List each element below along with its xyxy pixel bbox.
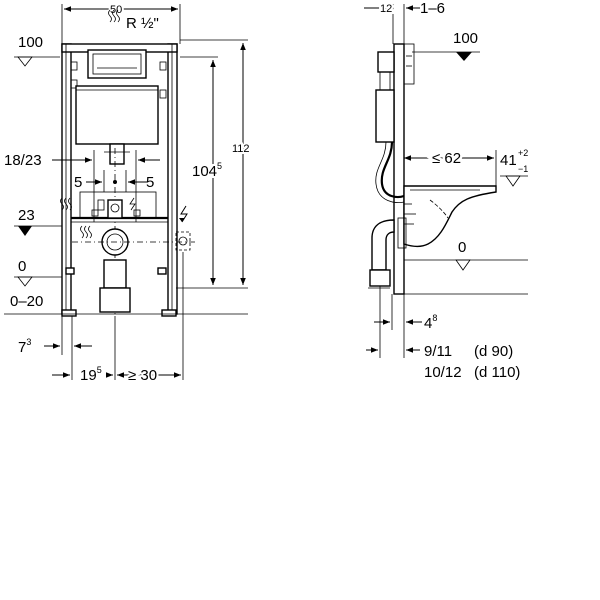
note-line1-value: 9/11 (424, 343, 452, 360)
water-connection-icon (108, 9, 120, 23)
top-level-label: 100 (18, 34, 43, 51)
left-offset-label: 5 (74, 174, 82, 191)
side-top-level-label: 100 (453, 30, 478, 47)
note-line1-pipe: (d 90) (474, 343, 513, 360)
connection-height-label: 23 (18, 207, 35, 224)
electrical-outlet-icon (179, 205, 188, 223)
side-top-12-label: 12 (380, 3, 392, 15)
floor-level-label: 0 (18, 258, 26, 275)
water-connection-label: R ½" (126, 15, 159, 32)
flush-opening-label: 18/23 (4, 152, 42, 169)
side-view: 12 1–6 100 ≤ 62 41 +2 −1 (364, 0, 528, 381)
bowl-height-sub: −1 (518, 164, 528, 174)
front-view: 50 R ½" 100 (4, 2, 252, 386)
bottom-19-label: 195 (80, 365, 102, 384)
water-supply-lower-icon (80, 225, 92, 239)
water-supply-icon (60, 197, 72, 211)
bowl-height-label: 41 (500, 152, 517, 169)
electrical-icon (129, 197, 136, 211)
note-line2-pipe: (d 110) (474, 364, 520, 381)
side-bottom-4-label: 48 (424, 313, 437, 332)
bowl-height-sup: +2 (518, 148, 528, 158)
height-104-label: 1045 (192, 161, 222, 180)
right-offset-label: 5 (146, 174, 154, 191)
bottom-min30-label: ≥ 30 (128, 367, 157, 384)
note-line2-value: 10/12 (424, 364, 462, 381)
bottom-left-dim-label: 73 (18, 337, 31, 356)
side-floor-level-label: 0 (458, 239, 466, 256)
height-112-label: 112 (232, 143, 250, 155)
side-top-range-label: 1–6 (420, 0, 445, 17)
floor-range-label: 0–20 (10, 293, 43, 310)
bowl-projection-label: ≤ 62 (432, 150, 461, 167)
width-dim-label: 50 (110, 4, 122, 16)
